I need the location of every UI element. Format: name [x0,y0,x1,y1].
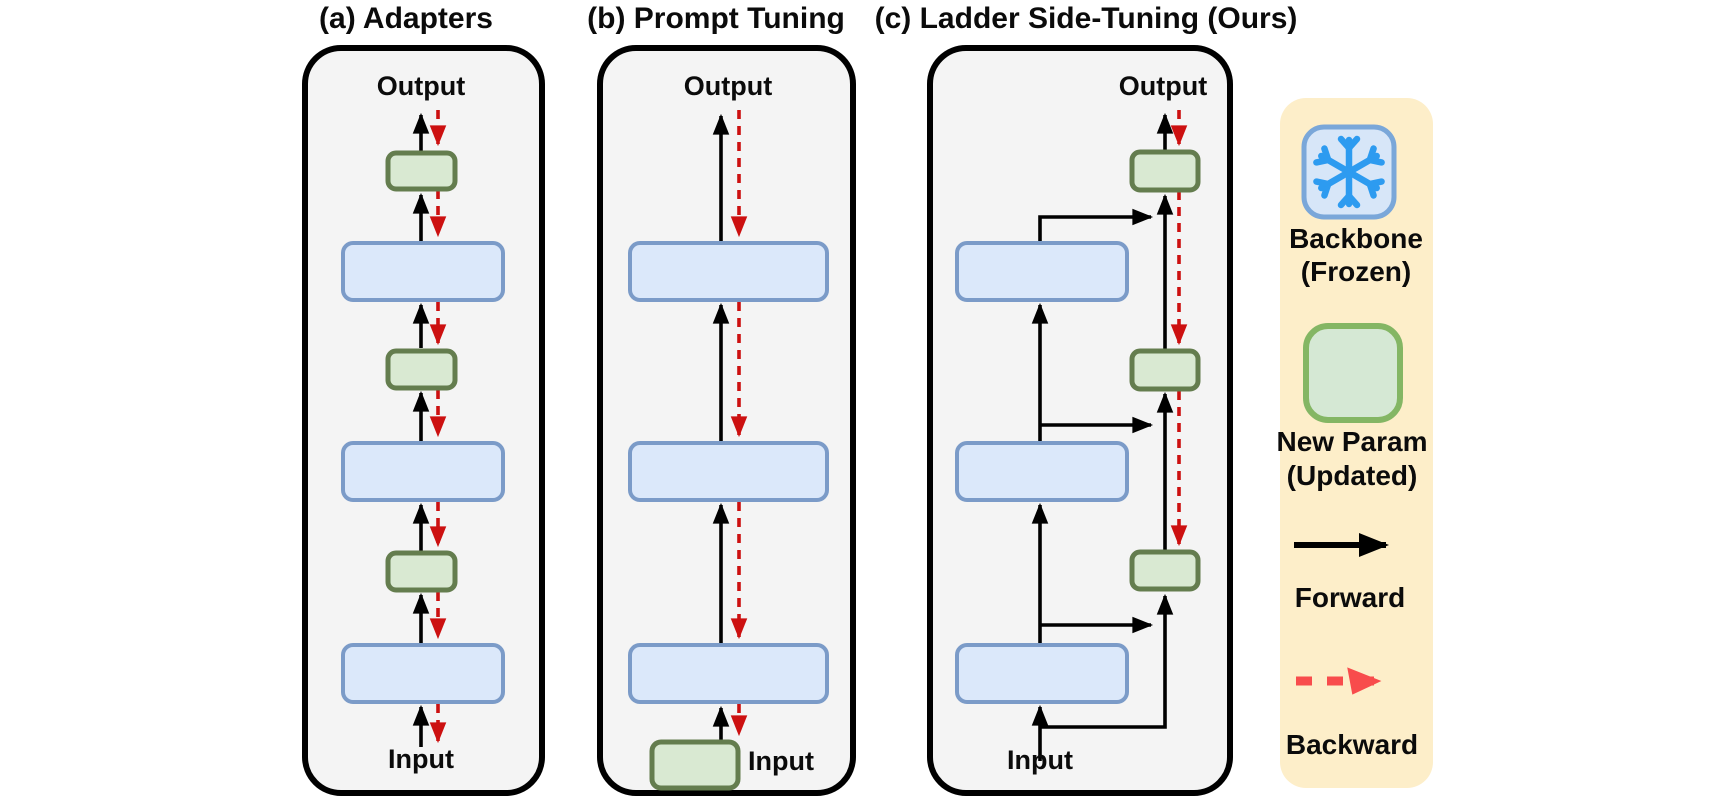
panel-b-output-label: Output [683,71,773,101]
backbone-layer-box [955,643,1129,704]
legend-new-param-label-line2: (Updated) [1286,460,1418,491]
panel-c-output-label: Output [1118,71,1208,101]
panel-c-outline [927,45,1233,796]
backbone-layer-box [955,241,1129,302]
backbone-layer-box [341,241,505,302]
panel-b-boxes [628,241,829,791]
side-module-box [1129,149,1201,193]
adapter-box [385,550,458,593]
panel-a-input-label: Input [388,744,454,774]
prompt-box [649,739,741,791]
panel-b-outline [597,45,856,796]
backbone-layer-box [628,441,829,502]
panel-c-input-label: Input [1007,745,1073,775]
panel-b-input-label: Input [748,746,814,776]
panel-c-title: (c) Ladder Side-Tuning (Ours) [874,2,1298,35]
forward-arrow-elbow [1038,208,1154,243]
backbone-layer-box [628,643,829,704]
panel-c-boxes [955,149,1201,704]
legend-backward-label: Backward [1285,729,1419,760]
adapter-box [385,348,458,391]
forward-arrow-ladder [1040,593,1174,729]
snowflake-icon [1313,135,1385,209]
panel-a-title: (a) Adapters [319,2,493,35]
backbone-layer-box [955,441,1129,502]
new-param-swatch [1303,323,1403,423]
backbone-layer-box [628,241,829,302]
side-module-box [1129,549,1201,592]
legend-backbone-label-line2: (Frozen) [1300,256,1412,287]
legend-panel [1280,98,1433,788]
panel-a-output-label: Output [376,71,466,101]
panel-c-forward-arrows [1031,112,1174,761]
legend-backbone-label-line1: Backbone [1289,223,1423,254]
panel-b-title: (b) Prompt Tuning [587,2,845,35]
panel-a-boxes [341,150,505,704]
panel-a-outline [302,45,545,796]
legend-forward-label: Forward [1294,582,1406,613]
backbone-layer-box [341,441,505,502]
legend-new-param-label-line1: New Param [1276,426,1428,457]
side-module-box [1129,348,1201,392]
adapter-box [385,150,458,192]
backbone-layer-box [341,643,505,704]
